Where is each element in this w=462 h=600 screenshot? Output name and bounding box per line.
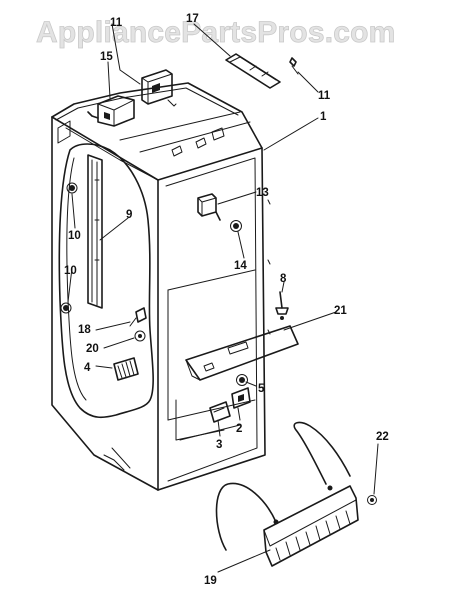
callout-19: 19 (204, 575, 217, 587)
callout-18: 18 (78, 324, 91, 336)
callout-10-upper: 10 (68, 230, 81, 242)
callout-labels: 11 17 15 11 1 13 14 9 10 10 8 21 18 20 4… (64, 13, 389, 587)
callout-20: 20 (86, 343, 99, 355)
cover-19 (215, 421, 359, 567)
bracket-13 (197, 193, 221, 221)
clip-18 (129, 307, 147, 327)
callout-21: 21 (334, 305, 347, 317)
screw-5 (236, 374, 248, 386)
callout-13: 13 (256, 187, 269, 199)
screw-11-right (289, 57, 299, 75)
callout-1: 1 (320, 111, 327, 123)
bracket-2 (231, 387, 251, 409)
top-rail-17 (225, 53, 281, 89)
thermostat-housing-15 (87, 95, 135, 127)
screw-10-upper (66, 182, 78, 194)
callout-17: 17 (186, 13, 199, 25)
callout-2: 2 (236, 423, 242, 435)
grille-4 (113, 357, 139, 381)
callout-14: 14 (234, 260, 247, 272)
callout-11-right: 11 (318, 90, 331, 102)
bracket-11-upper (141, 69, 177, 107)
callout-10-lower: 10 (64, 265, 77, 277)
callout-22: 22 (376, 431, 389, 443)
callout-15: 15 (100, 51, 113, 63)
callout-11-upper: 11 (110, 17, 123, 29)
screw-14 (230, 220, 242, 232)
leader-lines (67, 23, 379, 573)
cabinet-liner (51, 82, 271, 491)
vertical-channel (87, 154, 103, 309)
heater-loop-wire (58, 143, 154, 419)
callout-9: 9 (126, 209, 132, 221)
callout-3: 3 (216, 439, 222, 451)
screw-22 (367, 495, 377, 505)
shelf-rail-21 (185, 325, 299, 381)
screw-8 (275, 291, 289, 320)
callout-4: 4 (84, 362, 91, 374)
callout-8: 8 (280, 273, 287, 285)
watermark-text: AppliancePartsPros.com (36, 16, 396, 49)
callout-5: 5 (258, 383, 265, 395)
screw-10-lower (60, 302, 72, 314)
grommet-20 (134, 330, 146, 342)
bracket-3 (209, 401, 231, 423)
